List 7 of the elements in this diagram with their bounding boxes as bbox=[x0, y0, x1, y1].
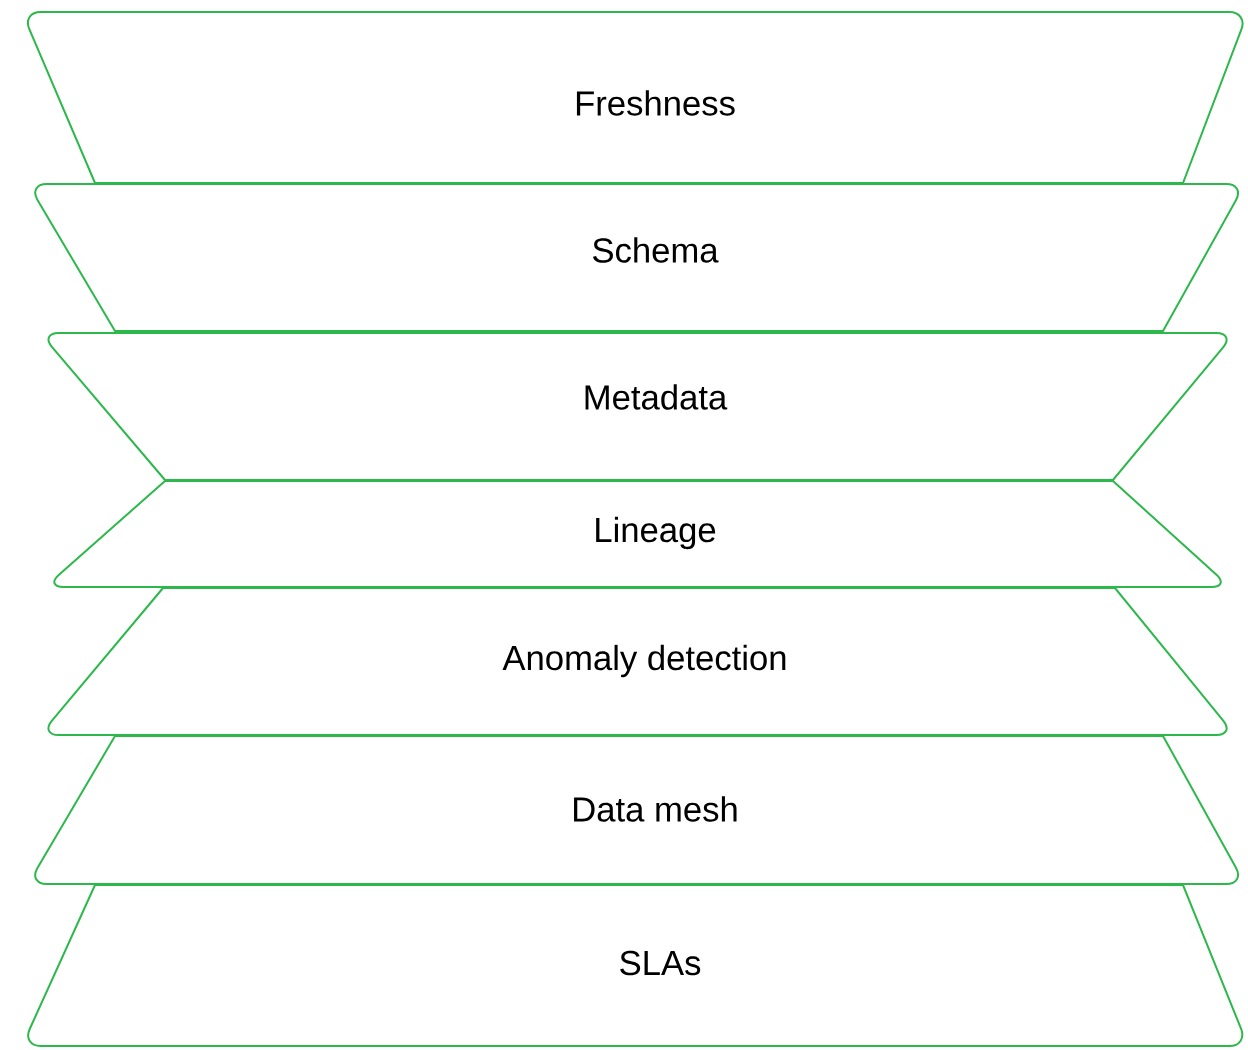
funnel-band: Schema bbox=[34, 183, 1239, 332]
funnel-band: Freshness bbox=[26, 11, 1244, 184]
funnel-band: Anomaly detection bbox=[47, 587, 1228, 736]
funnel-band: Data mesh bbox=[34, 735, 1239, 885]
funnel-band: Lineage bbox=[53, 480, 1222, 588]
funnel-band: SLAs bbox=[27, 884, 1244, 1047]
funnel-band: Metadata bbox=[47, 332, 1228, 481]
